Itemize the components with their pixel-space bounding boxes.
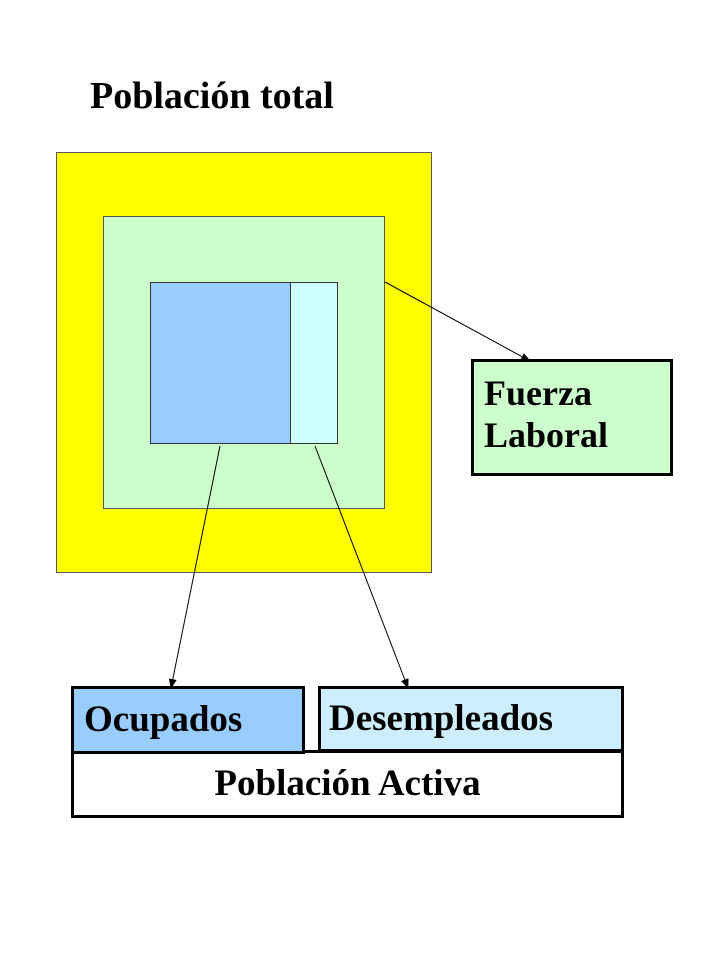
ocupados-square <box>150 282 291 444</box>
desempleados-square <box>290 282 338 444</box>
fuerza-laboral-label-box: Fuerza Laboral <box>471 359 673 476</box>
ocupados-label-box: Ocupados <box>71 686 305 754</box>
poblacion-activa-box: Población Activa <box>71 750 624 818</box>
fuerza-laboral-label-line2: Laboral <box>484 415 609 455</box>
desempleados-label-box: Desempleados <box>318 686 624 752</box>
fuerza-laboral-label-line1: Fuerza <box>484 373 592 413</box>
diagram-title: Población total <box>90 75 334 117</box>
